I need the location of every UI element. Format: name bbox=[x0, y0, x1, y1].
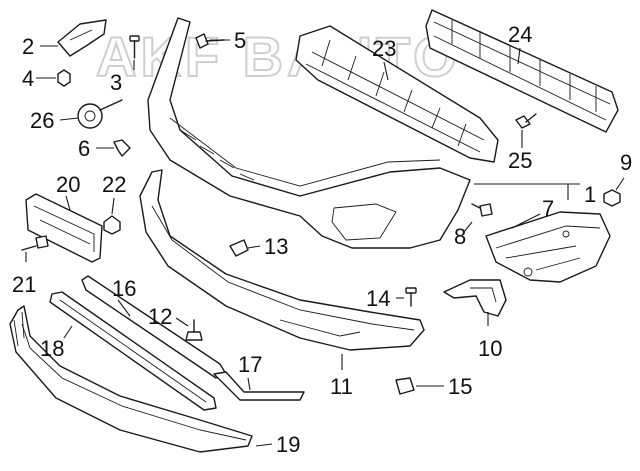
callout-18: 18 bbox=[40, 336, 64, 361]
part-14-screw[interactable] bbox=[405, 287, 417, 307]
part-4-nut[interactable] bbox=[57, 69, 71, 87]
callout-11: 11 bbox=[330, 374, 353, 399]
callout-26: 26 bbox=[30, 108, 54, 133]
callout-9: 9 bbox=[620, 150, 632, 175]
part-13-clip[interactable] bbox=[229, 239, 249, 257]
part-19-air-deflector[interactable] bbox=[9, 305, 253, 453]
part-21-bolt[interactable] bbox=[21, 235, 49, 251]
part-1-upper-bumper-cover[interactable] bbox=[147, 17, 471, 249]
part-17-trim[interactable] bbox=[213, 371, 305, 401]
part-24-reinforcement-bar[interactable] bbox=[425, 9, 619, 133]
callout-20: 20 bbox=[56, 172, 80, 197]
callout-1: 1 bbox=[584, 182, 596, 207]
part-25-bolt[interactable] bbox=[515, 113, 537, 129]
callout-17: 17 bbox=[238, 352, 262, 377]
callout-labels: 2 3 4 5 26 6 20 22 21 16 12 18 17 19 13 … bbox=[12, 22, 632, 457]
callout-23: 23 bbox=[372, 36, 396, 61]
part-9-nut[interactable] bbox=[603, 189, 621, 207]
callout-19: 19 bbox=[276, 432, 300, 457]
callout-22: 22 bbox=[102, 172, 126, 197]
part-22-nut[interactable] bbox=[103, 215, 121, 235]
callout-21: 21 bbox=[12, 272, 36, 297]
callout-5: 5 bbox=[234, 28, 246, 53]
callout-2: 2 bbox=[22, 34, 34, 59]
part-12-push-pin[interactable] bbox=[185, 319, 203, 341]
callout-16: 16 bbox=[112, 276, 136, 301]
part-26-tow-eye[interactable] bbox=[77, 99, 123, 129]
callout-12: 12 bbox=[148, 304, 172, 329]
callout-14: 14 bbox=[366, 286, 390, 311]
part-3-screw[interactable] bbox=[129, 35, 140, 59]
callout-7: 7 bbox=[542, 196, 554, 221]
callout-8: 8 bbox=[454, 224, 466, 249]
part-15-clip[interactable] bbox=[395, 377, 415, 395]
part-7-side-bracket[interactable] bbox=[485, 211, 611, 283]
callout-4: 4 bbox=[22, 66, 34, 91]
callout-6: 6 bbox=[78, 136, 90, 161]
callout-13: 13 bbox=[264, 234, 288, 259]
part-23-energy-absorber[interactable] bbox=[295, 25, 499, 163]
leader-lines bbox=[25, 39, 625, 447]
callout-15: 15 bbox=[448, 374, 472, 399]
part-2-bracket[interactable] bbox=[57, 19, 107, 57]
part-18-lower-grille[interactable] bbox=[49, 291, 217, 411]
part-6-clip[interactable] bbox=[113, 139, 131, 157]
part-8-bolt[interactable] bbox=[471, 203, 493, 217]
callout-10: 10 bbox=[478, 336, 502, 361]
callout-24: 24 bbox=[508, 22, 532, 47]
callout-25: 25 bbox=[508, 148, 532, 173]
part-20-license-bracket[interactable] bbox=[25, 193, 103, 263]
part-10-fog-lamp-bezel[interactable] bbox=[443, 279, 507, 317]
callout-3: 3 bbox=[110, 70, 122, 95]
part-11-lower-bumper-cover[interactable] bbox=[139, 169, 425, 351]
